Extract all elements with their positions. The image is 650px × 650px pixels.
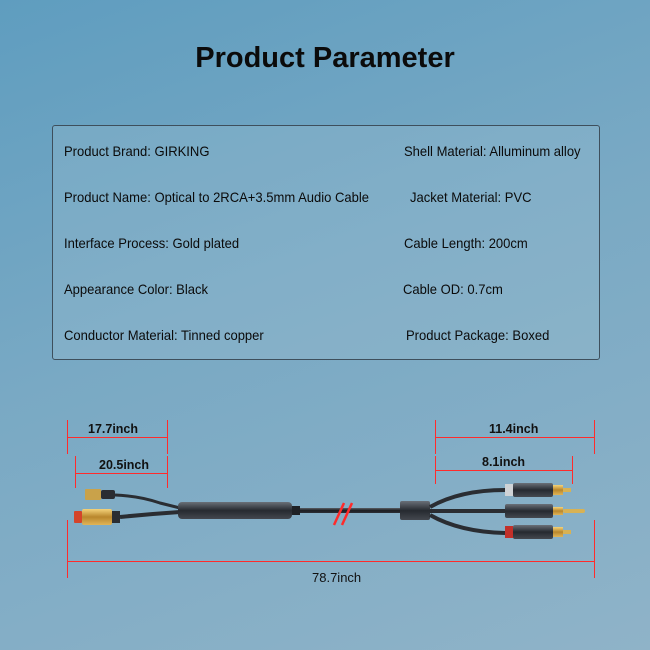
param-conductor-material: Conductor Material: Tinned copper (64, 327, 264, 343)
param-product-brand: Product Brand: GIRKING (64, 143, 210, 159)
param-interface-process: Interface Process: Gold plated (64, 235, 240, 251)
param-appearance-color: Appearance Color: Black (64, 281, 209, 297)
param-product-name: Product Name: Optical to 2RCA+3.5mm Audi… (64, 189, 370, 205)
dimension-label-17-7: 17.7inch (88, 422, 139, 436)
param-product-package: Product Package: Boxed (406, 327, 550, 343)
usb-plug-icon (85, 489, 181, 510)
dimension-label-78-7: 78.7inch (312, 570, 362, 585)
dimension-label-8-1: 8.1inch (482, 455, 526, 469)
param-shell-material: Shell Material: Alluminum alloy (404, 143, 581, 159)
dimension-label-11-4: 11.4inch (489, 422, 539, 436)
rca-white-plug-icon (505, 483, 571, 497)
param-jacket-material: Jacket Material: PVC (410, 189, 532, 205)
cable-illustration (74, 483, 585, 539)
audio-jack-plug-icon (505, 504, 585, 518)
rca-red-plug-icon (505, 525, 571, 539)
page-title: Product Parameter (195, 42, 455, 74)
param-cable-od: Cable OD: 0.7cm (403, 281, 503, 297)
break-mark-icon (332, 502, 354, 526)
dimension-label-20-5: 20.5inch (99, 458, 150, 472)
splitter-housing-icon (178, 502, 292, 519)
param-cable-length: Cable Length: 200cm (404, 235, 528, 251)
main-cable (300, 508, 400, 513)
parameter-table: Product Brand: GIRKING Product Name: Opt… (52, 125, 600, 360)
optical-plug-icon (74, 509, 181, 525)
junction-block-icon (400, 501, 430, 520)
